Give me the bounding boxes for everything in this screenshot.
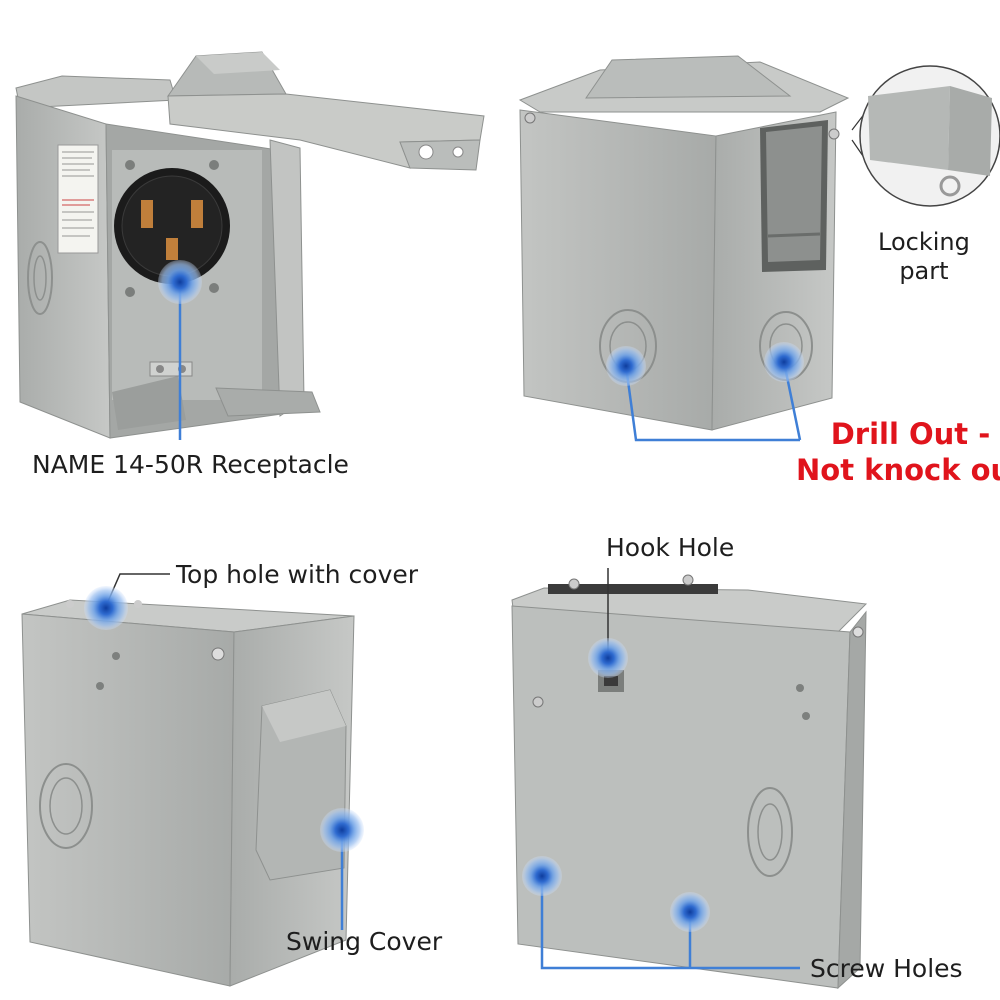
locking-part-callout: Locking part [878, 228, 970, 286]
panel-receptacle-view [15, 51, 485, 440]
top-hole-callout: Top hole with cover [176, 560, 419, 589]
swing-cover-callout: Swing Cover [286, 927, 443, 956]
screw-hole-left-marker-icon [522, 856, 562, 896]
drill-right-marker-icon [764, 342, 804, 382]
receptacle [114, 160, 230, 297]
top-hole-marker-icon [84, 586, 128, 630]
screw-holes-callout: Screw Holes [810, 954, 963, 983]
screw-hole-right-marker-icon [670, 892, 710, 932]
locking-callout-line-1: Locking [878, 228, 970, 256]
swing-cover-marker-icon [320, 808, 364, 852]
drill-left-marker-icon [606, 346, 646, 386]
drill-out-callout: Drill Out - Not knock out [796, 416, 1000, 489]
hook-hole-callout: Hook Hole [606, 533, 735, 562]
drill-callout-line-1: Drill Out - [830, 417, 991, 451]
receptacle-callout: NAME 14-50R Receptacle [32, 450, 349, 479]
panel-swing-cover-view [21, 573, 364, 987]
receptacle-marker-icon [158, 260, 202, 304]
drill-callout-line-2: Not knock out [796, 453, 1000, 488]
panel-back-view [511, 568, 868, 990]
panel-locking-view [518, 55, 1000, 442]
hook-hole-marker-icon [588, 638, 628, 678]
locking-zoom-inset [859, 65, 1000, 207]
locking-callout-line-2: part [899, 256, 949, 285]
